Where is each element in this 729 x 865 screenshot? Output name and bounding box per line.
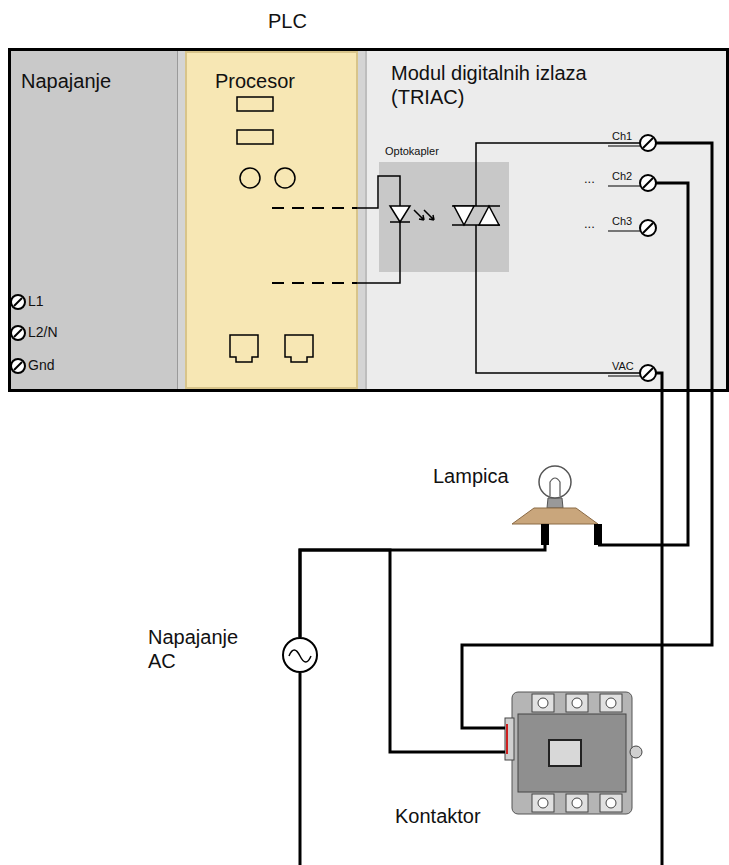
panel-box: Optokapler <box>379 162 509 272</box>
node-label: PLC <box>268 9 307 33</box>
optocoupler-symbols <box>357 143 640 373</box>
terminal-label: VAC <box>612 360 634 372</box>
node-label: Lampica <box>433 464 509 488</box>
panel-box: Kontaktor <box>505 690 635 815</box>
wire-connector <box>300 550 505 752</box>
node-label: Modul digitalnih izlaza (TRIAC) <box>391 61 631 109</box>
terminal-label: Ch1 <box>612 130 632 142</box>
wire-connector <box>598 389 688 545</box>
connectors <box>300 389 712 752</box>
panel-box: Lampica <box>430 455 610 545</box>
wire-connector <box>462 389 712 728</box>
panel-box: Napajanje AC <box>282 637 318 673</box>
node-label: Kontaktor <box>395 804 481 828</box>
contactor-symbol <box>505 692 642 814</box>
terminal-label: ... <box>584 172 595 186</box>
lamp-symbol <box>512 466 602 545</box>
terminal-label: ... <box>584 217 595 231</box>
terminal-leaders <box>608 146 640 376</box>
terminal-label: L1 <box>28 294 44 309</box>
terminal-label: Ch2 <box>612 170 632 182</box>
terminal-label: Ch3 <box>612 215 632 227</box>
screw-terminals <box>11 135 656 381</box>
processor-symbols <box>230 97 357 362</box>
node-label: Procesor <box>215 69 295 93</box>
terminal-label: Gnd <box>28 358 54 373</box>
ac-source-symbol <box>289 650 311 662</box>
node-label: Napajanje AC <box>148 625 263 673</box>
node-label: Napajanje <box>21 69 111 93</box>
field-wires <box>300 143 712 865</box>
panel-box: Procesor <box>185 51 358 389</box>
wire-connector <box>300 545 545 637</box>
panel-box: Modul digitalnih izlaza (TRIAC) Optokaple… <box>365 51 726 389</box>
terminal-label: L2/N <box>28 325 58 340</box>
node-label: Optokapler <box>385 145 439 158</box>
